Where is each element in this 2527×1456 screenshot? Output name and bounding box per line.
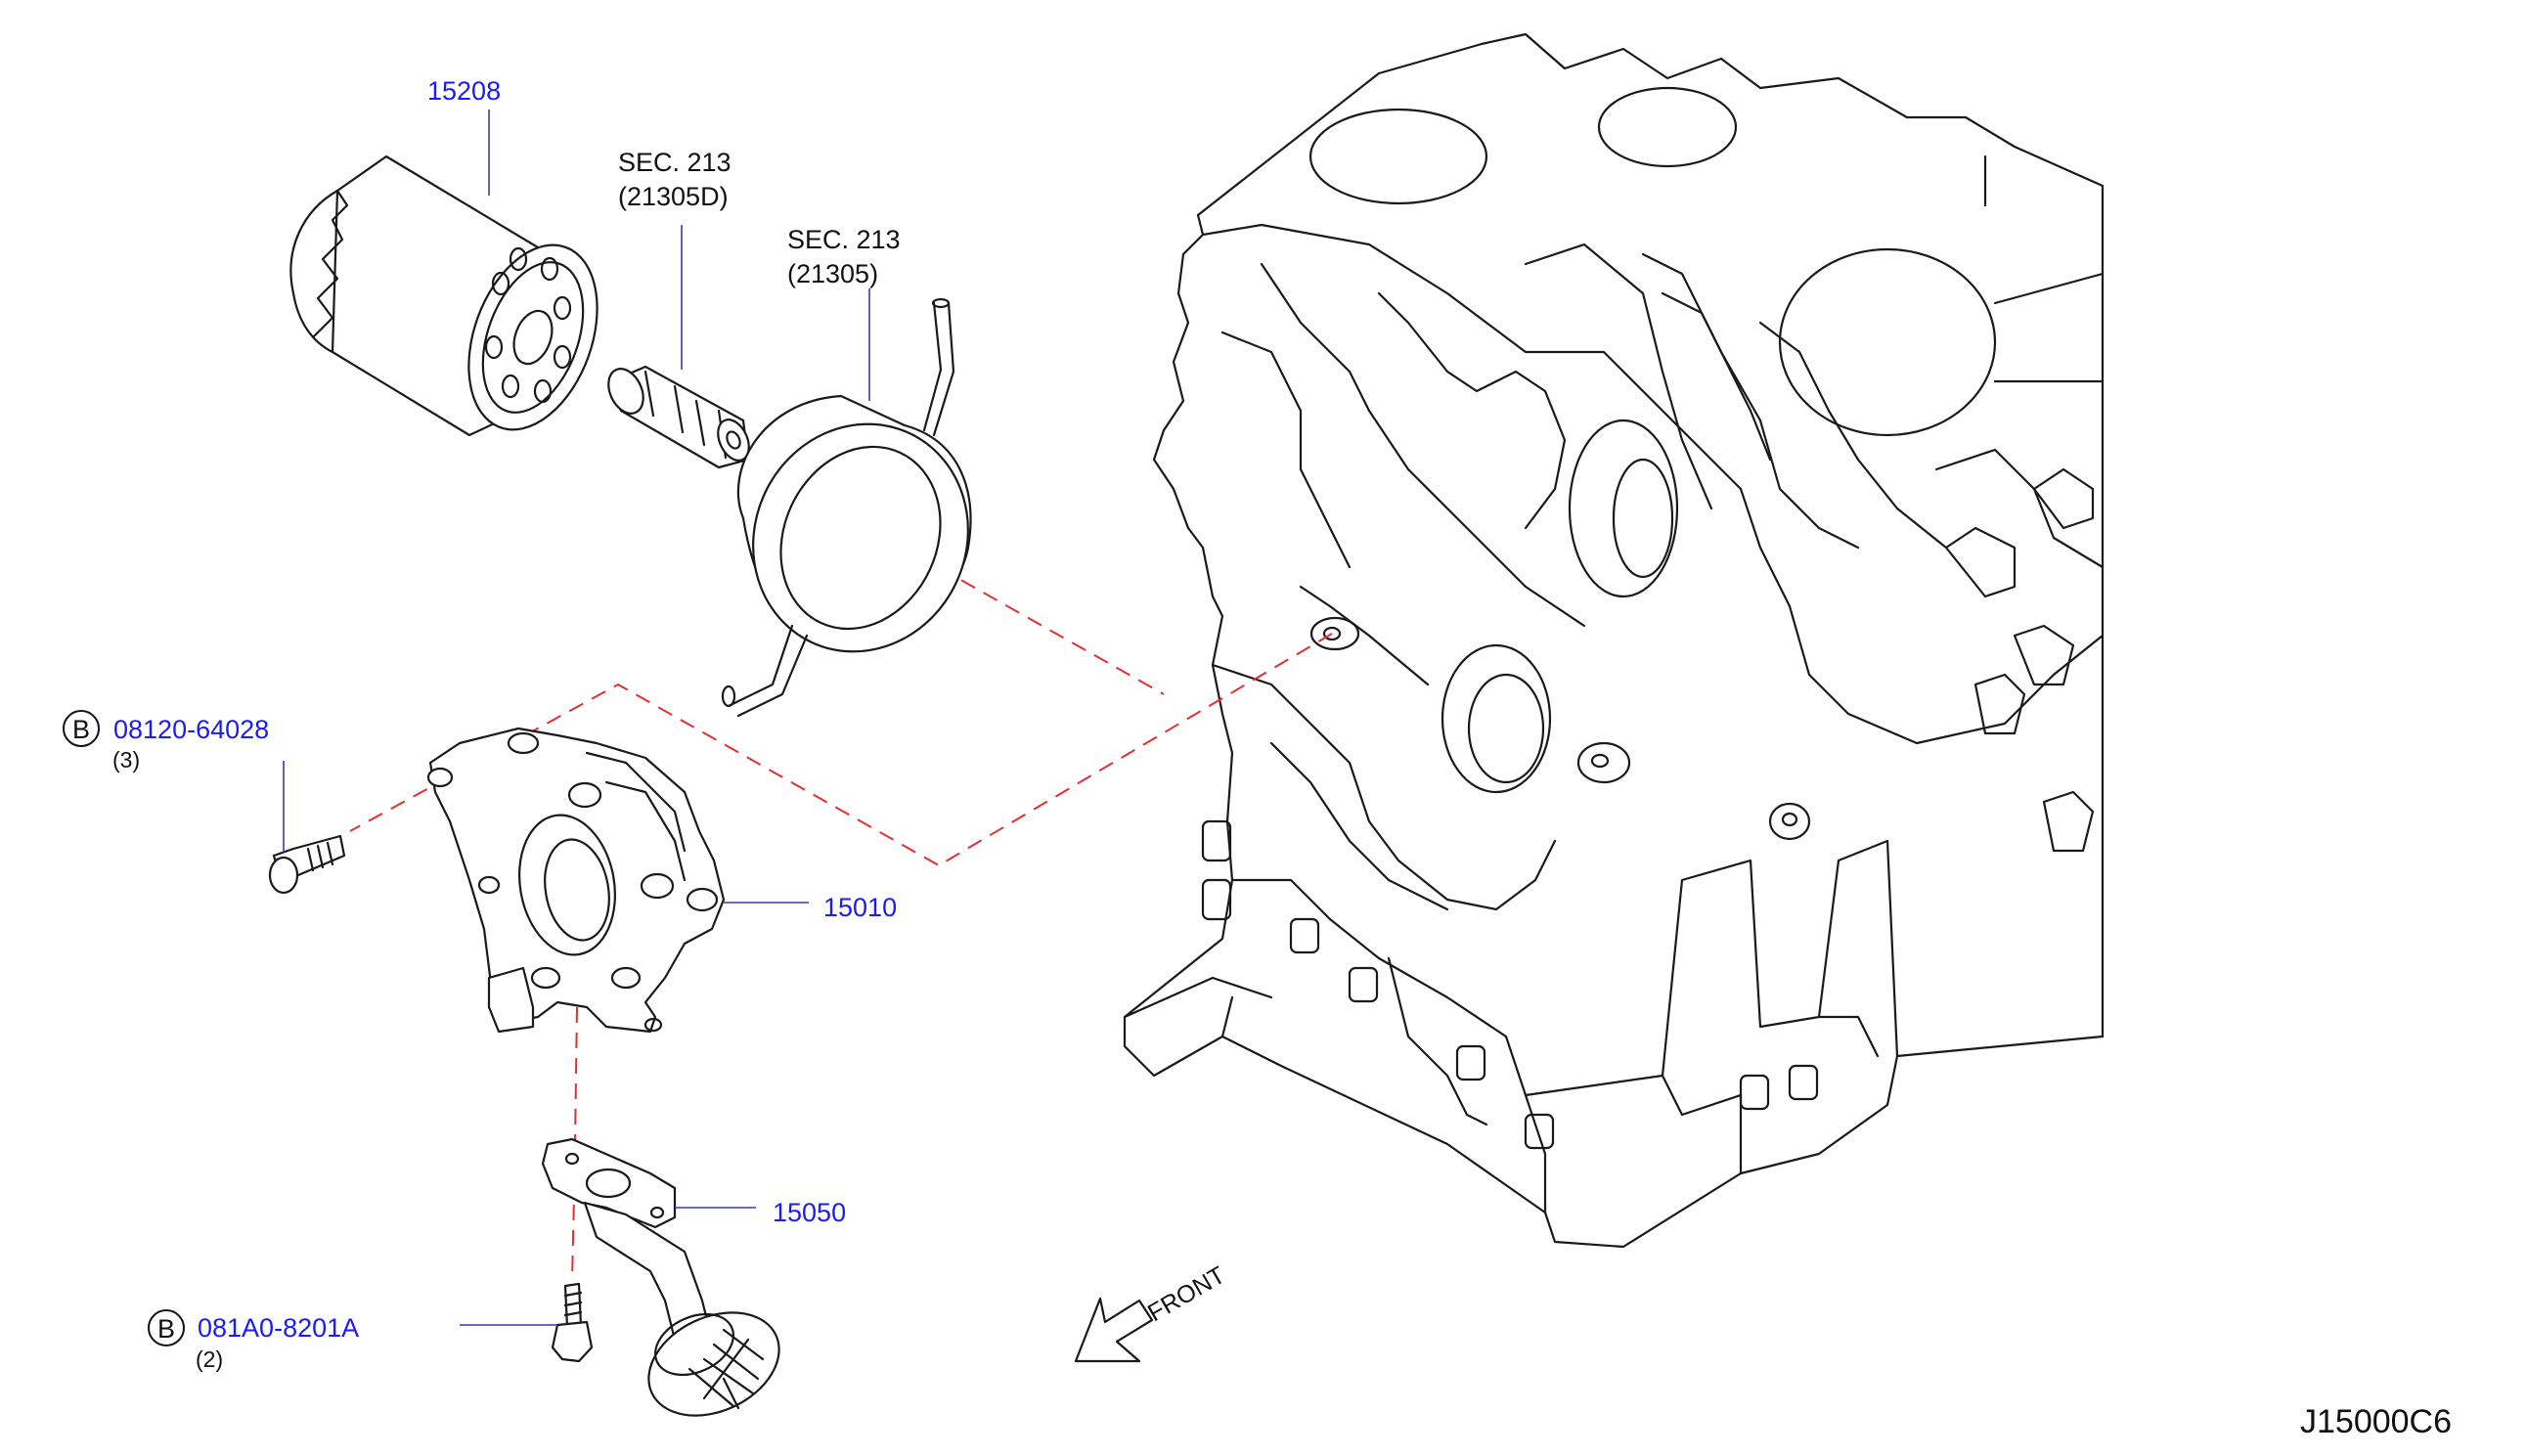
sec-ref-connector-line2: (21305D) <box>618 182 729 211</box>
ref-line-strainer-bolt <box>571 1153 576 1282</box>
engine-block-icon <box>1123 32 2105 1249</box>
badge-circle <box>63 710 100 747</box>
badge-circle <box>148 1309 185 1346</box>
front-arrow-icon <box>1074 1297 1154 1363</box>
leader-lines <box>283 110 870 1326</box>
oil-pump-icon[interactable] <box>426 727 726 1034</box>
part-label-bolt-b[interactable]: 081A0-8201A <box>198 1313 359 1343</box>
part-label-strainer[interactable]: 15050 <box>773 1198 846 1227</box>
cylinder-bore-3 <box>1778 247 1997 437</box>
part-label-filter[interactable]: 15208 <box>427 76 501 106</box>
strainer-icon[interactable] <box>541 1137 796 1435</box>
diagram-code: J15000C6 <box>2300 1403 2452 1440</box>
part-label-pump[interactable]: 15010 <box>823 893 897 922</box>
oil-cooler-icon[interactable] <box>716 297 1005 718</box>
bolt-b-callout[interactable]: B 081A0-8201A (2) <box>148 1309 359 1372</box>
sec-ref-cooler-line2: (21305) <box>787 259 878 288</box>
sec-ref-cooler-line1: SEC. 213 <box>787 225 901 254</box>
cylinder-bore-1 <box>1308 108 1488 205</box>
bolt-a-callout[interactable]: B 08120-64028 (3) <box>63 710 269 772</box>
bolt-a-qty: (3) <box>112 747 140 772</box>
bolt-a-badge: B <box>72 715 90 744</box>
part-label-bolt-a[interactable]: 08120-64028 <box>113 715 269 744</box>
bolt-icon[interactable] <box>268 834 346 895</box>
front-label: FRONT <box>1143 1261 1230 1327</box>
oil-filter-icon[interactable] <box>289 154 620 448</box>
connector-icon[interactable] <box>601 363 755 469</box>
bolt-b-qty: (2) <box>196 1346 223 1372</box>
callout-labels: 15208 SEC. 213 (21305D) SEC. 213 (21305)… <box>63 76 2452 1440</box>
bolt-icon[interactable] <box>551 1282 594 1363</box>
cylinder-bore-2 <box>1597 86 1738 168</box>
bolt-b-badge: B <box>157 1314 175 1344</box>
sec-ref-connector-line1: SEC. 213 <box>618 148 732 177</box>
ref-line-strainer <box>574 1006 578 1145</box>
